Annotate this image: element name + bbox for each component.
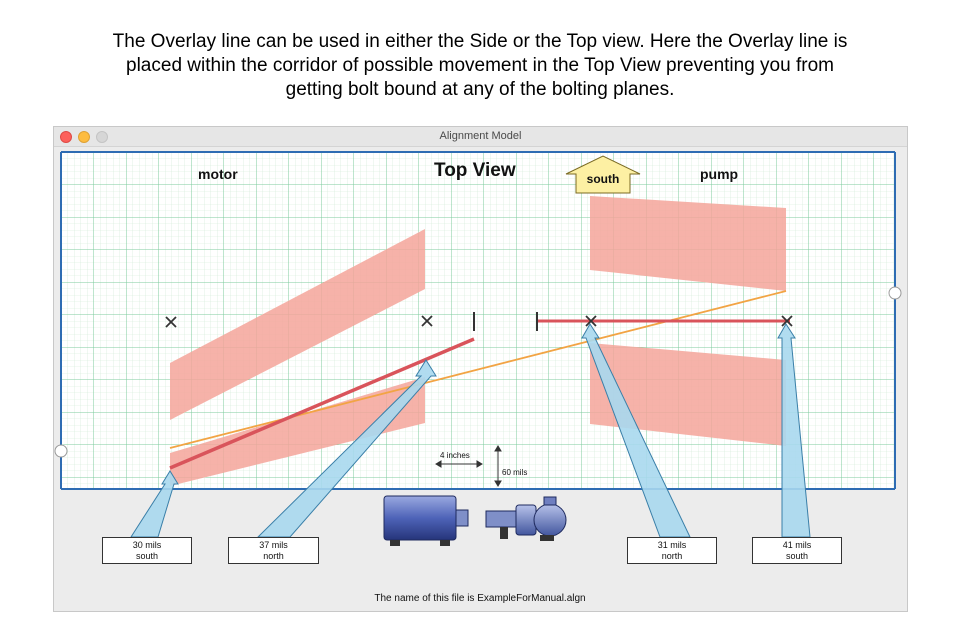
zoom-window-button[interactable] [96,131,108,143]
move-direction: south [785,551,809,561]
motor-label: motor [198,166,238,182]
instruction-caption: The Overlay line can be used in either t… [0,30,960,102]
right-resize-handle[interactable] [888,286,902,300]
minimize-window-button[interactable] [78,131,90,143]
move-box-pump-back: 41 mils south [752,537,842,564]
scale-indicator [435,445,502,487]
motor-corridor-lower [170,377,425,486]
view-title: Top View [434,160,516,181]
move-amount: 41 mils [782,540,812,550]
move-direction: north [263,551,284,561]
overlay-line[interactable] [169,290,787,449]
window-title: Alignment Model [439,130,522,142]
motor-corridor-upper [170,229,425,420]
window-titlebar[interactable]: Alignment Model [54,127,907,147]
move-box-motor-back: 37 mils north [228,537,319,564]
close-window-button[interactable] [60,131,72,143]
motor-corridors [170,229,425,486]
pump-front-foot-x-icon [585,315,597,327]
pump-corridor-upper [590,196,786,291]
move-box-pump-front: 31 mils north [627,537,717,564]
pump-back-foot-x-icon [781,315,793,327]
pump-corridors [590,196,786,446]
move-direction: south [135,551,159,561]
vertical-scale-label: 60 mils [502,468,528,477]
south-direction-arrow-icon[interactable] [565,155,641,194]
left-resize-handle[interactable] [54,444,68,458]
grid-border [60,151,896,490]
caption-line-2: placed within the corridor of possible m… [126,55,834,76]
motor-back-foot-x-icon [421,315,433,327]
move-amount: 37 mils [259,540,288,550]
south-direction-label: south [586,172,620,186]
file-name-footer: The name of this file is ExampleForManua… [374,593,586,604]
move-amount: 30 mils [132,540,162,550]
caption-line-1: The Overlay line can be used in either t… [112,31,848,52]
shaft-end-markers [473,312,538,331]
motor-illustration-icon [383,495,469,546]
motor-alignment-line[interactable] [169,337,475,470]
pump-label: pump [700,166,739,182]
caption-line-3: getting bolt bound at any of the bolting… [285,79,675,100]
motor-front-foot-x-icon [165,316,177,328]
pump-illustration-icon [485,496,567,541]
move-box-motor-front: 30 mils south [102,537,192,564]
pump-corridor-lower [590,343,786,446]
move-direction: north [661,551,683,561]
horizontal-scale-label: 4 inches [440,451,470,460]
move-amount: 31 mils [657,540,687,550]
foot-markers [165,315,793,328]
